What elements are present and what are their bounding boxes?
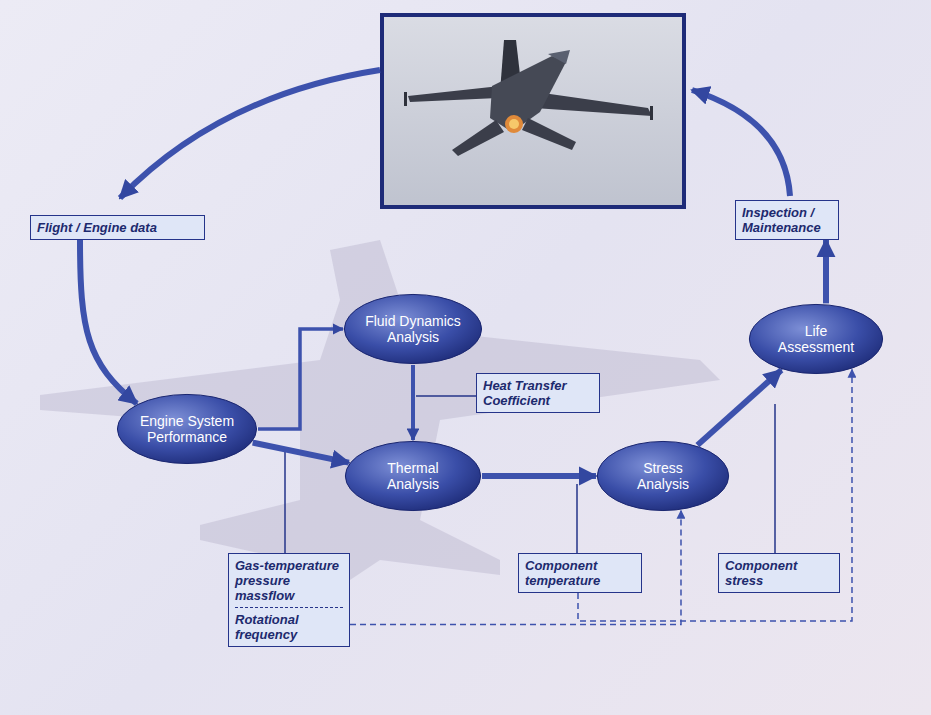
process-ellipse: Engine System Performance <box>116 393 258 465</box>
data-box: Flight / Engine data <box>30 215 205 240</box>
background-jet <box>40 240 720 600</box>
jet-photo <box>382 15 684 207</box>
node-text: Life Assessment <box>768 323 863 355</box>
node-text: Stress Analysis <box>616 460 710 492</box>
node-text: Engine System Performance <box>137 413 236 445</box>
cycle-arrow <box>692 90 790 196</box>
node-text: Inspection / Maintenance <box>742 205 832 235</box>
dashed-connector <box>350 511 681 625</box>
leader-line <box>416 395 476 397</box>
data-box: Component temperature <box>518 553 642 593</box>
data-box: Heat Transfer Coefficient <box>476 373 600 413</box>
cycle-arrow <box>120 70 380 198</box>
process-ellipse: Life Assessment <box>748 303 884 375</box>
flow-arrow <box>482 473 596 479</box>
node-text: Heat Transfer Coefficient <box>483 378 593 408</box>
process-ellipse: Thermal Analysis <box>344 440 482 512</box>
flow-arrow <box>697 370 781 445</box>
leader-line <box>284 452 286 553</box>
node-text: Component temperature <box>525 558 635 588</box>
node-text: Gas-temperature pressure massflow <box>235 558 343 603</box>
flow-arrow <box>253 443 349 463</box>
leader-line <box>774 404 776 553</box>
data-box: Inspection / Maintenance <box>735 200 839 240</box>
node-text: Component stress <box>725 558 833 588</box>
node-text: Fluid Dynamics Analysis <box>364 313 462 345</box>
flow-arrow <box>823 240 829 303</box>
flow-arrow <box>80 240 137 404</box>
leader-line <box>576 484 578 553</box>
node-text: Flight / Engine data <box>37 220 198 235</box>
flow-arrow <box>258 329 343 429</box>
node-text: Thermal Analysis <box>365 460 461 492</box>
data-box: Gas-temperature pressure massflowRotatio… <box>228 553 350 647</box>
data-box: Component stress <box>718 553 840 593</box>
process-ellipse: Stress Analysis <box>596 440 730 512</box>
flow-arrow <box>411 365 415 440</box>
process-ellipse: Fluid Dynamics Analysis <box>343 293 483 365</box>
node-text: Rotational frequency <box>235 607 343 642</box>
